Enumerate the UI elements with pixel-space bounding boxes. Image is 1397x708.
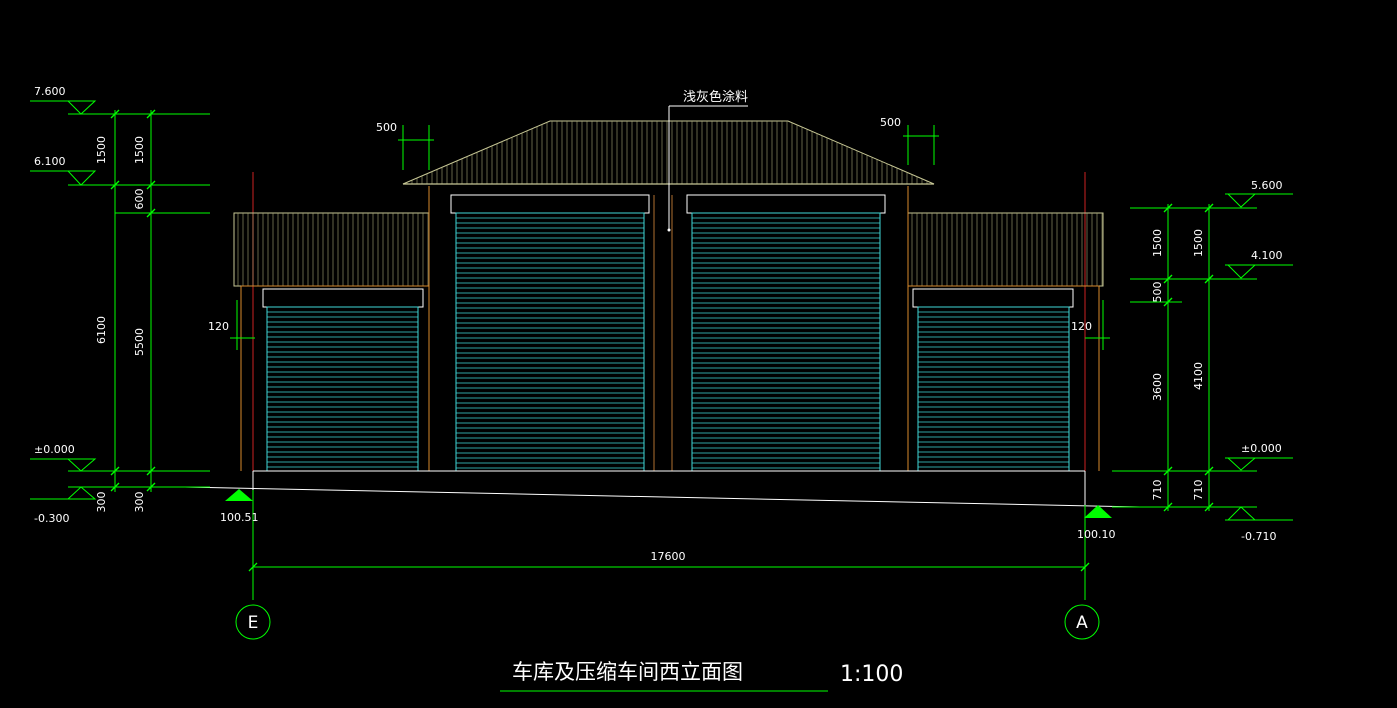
building bbox=[184, 105, 1141, 508]
dim-left-fascia: 600 bbox=[133, 189, 146, 210]
roller-door-1 bbox=[266, 306, 419, 472]
drawing-title: 车库及压缩车间西立面图 bbox=[512, 660, 743, 684]
axis-bubble-e bbox=[235, 604, 271, 640]
dim-left-base-outer: 300 bbox=[95, 492, 108, 513]
left-dimension-block bbox=[30, 100, 210, 500]
lintels bbox=[262, 194, 1074, 308]
drawing-scale: 1:100 bbox=[840, 662, 903, 687]
spot-marker-left bbox=[225, 489, 253, 501]
dim-right-door-b: 4100 bbox=[1192, 362, 1205, 390]
level-right-eave: 5.600 bbox=[1251, 179, 1283, 192]
level-right-ground: -0.710 bbox=[1241, 530, 1276, 543]
top-dimensions bbox=[398, 125, 939, 170]
dim-right-roof-b: 1500 bbox=[1192, 229, 1205, 257]
right-dimension-block bbox=[1112, 193, 1293, 521]
walls bbox=[240, 186, 1100, 471]
dim-overall-width: 17600 bbox=[651, 550, 686, 563]
axis-bubble-a bbox=[1064, 604, 1100, 640]
roller-door-3 bbox=[691, 212, 881, 472]
bottom-dimension bbox=[235, 490, 1100, 640]
dim-side-right: 120 bbox=[1071, 320, 1092, 333]
level-left-ground: -0.300 bbox=[34, 512, 69, 525]
dim-left-roof-b: 1500 bbox=[133, 136, 146, 164]
axis-label-a: A bbox=[1076, 613, 1088, 633]
spot-elev-left: 100.51 bbox=[220, 511, 259, 524]
roller-door-2 bbox=[455, 212, 645, 472]
dim-side-left: 120 bbox=[208, 320, 229, 333]
dim-right-lintel: 500 bbox=[1151, 282, 1164, 303]
level-left-zero: ±0.000 bbox=[34, 443, 75, 456]
spot-elev-right: 100.10 bbox=[1077, 528, 1116, 541]
level-right-zero: ±0.000 bbox=[1241, 442, 1282, 455]
dim-left-outer: 6100 bbox=[95, 316, 108, 344]
ground-lines bbox=[184, 470, 1141, 508]
axis-label-e: E bbox=[248, 613, 259, 633]
right-side-roof bbox=[907, 212, 1104, 287]
spot-marker-right bbox=[1084, 505, 1112, 518]
level-left-eave: 6.100 bbox=[34, 155, 66, 168]
dim-right-roof-a: 1500 bbox=[1151, 229, 1164, 257]
level-left-top: 7.600 bbox=[34, 85, 66, 98]
dim-left-roof: 1500 bbox=[95, 136, 108, 164]
level-right-door: 4.100 bbox=[1251, 249, 1283, 262]
dim-top-left: 500 bbox=[376, 121, 397, 134]
note-leader bbox=[667, 105, 748, 232]
left-side-roof bbox=[233, 212, 430, 287]
roller-door-4 bbox=[917, 306, 1070, 472]
dim-top-right: 500 bbox=[880, 116, 901, 129]
dim-right-base-b: 710 bbox=[1192, 480, 1205, 501]
note-text: 浅灰色涂料 bbox=[683, 89, 748, 105]
side-dimensions bbox=[230, 300, 1110, 350]
dim-right-base-a: 710 bbox=[1151, 480, 1164, 501]
dim-left-inner: 5500 bbox=[133, 328, 146, 356]
dim-left-base-inner: 300 bbox=[133, 492, 146, 513]
dim-right-door-a: 3600 bbox=[1151, 373, 1164, 401]
